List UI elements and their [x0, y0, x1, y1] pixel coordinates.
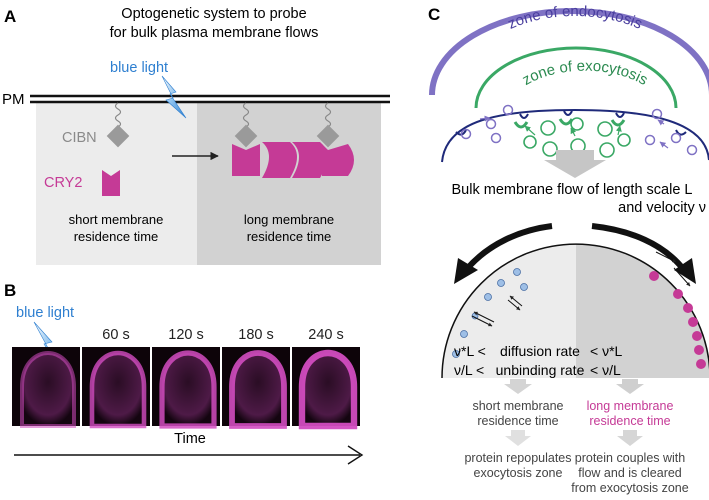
- eq2-right: < ν/L: [590, 362, 621, 378]
- endocytosis-arrows: [479, 115, 669, 149]
- time-lapse-frames: 60 s 120 s 180 s 240 s: [12, 327, 360, 430]
- cibn-linker-right-2: [324, 102, 332, 128]
- panel-b-letter: B: [4, 281, 16, 300]
- frame-time-label: 120 s: [168, 327, 203, 343]
- long-residence-panel: [197, 101, 381, 265]
- c-long-line1: long membrane: [587, 399, 674, 413]
- frame-time-label: 240 s: [308, 327, 343, 343]
- endocytosis-zone-arc: [429, 8, 709, 96]
- diffusion-arrows: [471, 295, 523, 327]
- time-axis-label: Time: [174, 431, 206, 447]
- blue-protein-dots: [452, 268, 528, 358]
- bulk-flow-line1: Bulk membrane flow of length scale L: [452, 182, 693, 198]
- cell-image: [298, 349, 358, 430]
- repopulates-line1: protein repopulates: [464, 451, 571, 465]
- panel-b-blue-light-label: blue light: [16, 305, 74, 321]
- panel-a-blue-light-label: blue light: [110, 60, 168, 76]
- eq2-left: ν/L <: [454, 362, 484, 378]
- cibn-linker-right-1: [242, 102, 250, 128]
- long-residence-line1: long membrane: [244, 212, 334, 227]
- short-residence-line2: residence time: [74, 229, 159, 244]
- cibn-diamond: [106, 124, 130, 148]
- exocytic-vesicles: [523, 117, 631, 158]
- panel-c: C zone of endocytosis zone of exocytosis: [428, 3, 709, 495]
- cell-image: [89, 350, 147, 429]
- pm-label: PM: [2, 91, 25, 108]
- short-residence-line1: short membrane: [69, 212, 164, 227]
- couples-line2: flow and is cleared: [578, 466, 682, 480]
- exocytosis-zone-arc: [474, 46, 678, 109]
- half-cell-diagram: [442, 244, 709, 378]
- panel-a-title-line2: for bulk plasma membrane flows: [110, 25, 319, 41]
- eq1-right: < ν*L: [590, 343, 623, 359]
- c-long-line2: residence time: [589, 414, 670, 428]
- couples-line3: from exocytosis zone: [571, 481, 688, 495]
- exocytosis-arrows: [524, 125, 622, 137]
- panel-b: B blue light 60 s 120 s 180 s 240 s Time: [4, 281, 364, 465]
- cibn-label: CIBN: [62, 130, 97, 146]
- cell-image: [159, 350, 217, 429]
- panel-a-letter: A: [4, 7, 16, 26]
- eq1-mid: diffusion rate: [500, 343, 580, 359]
- repopulates-line2: exocytosis zone: [474, 466, 563, 480]
- cry2-monomer: [102, 170, 120, 196]
- frame-time-label: 60 s: [102, 327, 129, 343]
- down-arrow-short-1: [504, 379, 532, 394]
- curved-arrow-left: [463, 223, 553, 272]
- bulk-flow-line2: and velocity ν: [618, 200, 706, 216]
- down-arrow-long-2: [617, 430, 643, 446]
- curved-arrow-right-head: [674, 258, 696, 284]
- cibn-linker: [114, 102, 122, 128]
- couples-line1: protein couples with: [575, 451, 686, 465]
- cell-image: [229, 350, 287, 429]
- eq1-left: ν*L <: [454, 343, 486, 359]
- curved-arrow-left-head: [454, 258, 478, 284]
- panel-a-title-line1: Optogenetic system to probe: [121, 6, 306, 22]
- exocytosis-pits: [513, 118, 626, 129]
- zone-exocytosis-label: zone of exocytosis: [519, 58, 650, 89]
- panel-c-letter: C: [428, 5, 440, 24]
- down-arrow-long-1: [616, 379, 644, 394]
- cell-image: [20, 350, 76, 428]
- c-short-line1: short membrane: [472, 399, 563, 413]
- c-short-line2: residence time: [477, 414, 558, 428]
- eq2-mid: unbinding rate: [496, 362, 585, 378]
- long-residence-line2: residence time: [247, 229, 332, 244]
- time-arrow-head: [347, 445, 364, 465]
- cry2-oligomer: [232, 142, 354, 178]
- flow-arrows: [655, 251, 691, 287]
- cell-membrane: [441, 108, 709, 163]
- gray-down-arrow: [544, 150, 606, 178]
- endocytic-vesicles: [460, 104, 698, 156]
- panel-a: A Optogenetic system to probe for bulk p…: [2, 6, 390, 265]
- lightning-bolt-icon: [161, 75, 187, 119]
- curved-arrow-right: [591, 223, 687, 272]
- magenta-protein-dots: [649, 271, 706, 369]
- frame-time-label: 180 s: [238, 327, 273, 343]
- cry2-label: CRY2: [44, 175, 82, 191]
- half-cell-outline: [441, 243, 709, 379]
- down-arrow-short-2: [505, 430, 531, 446]
